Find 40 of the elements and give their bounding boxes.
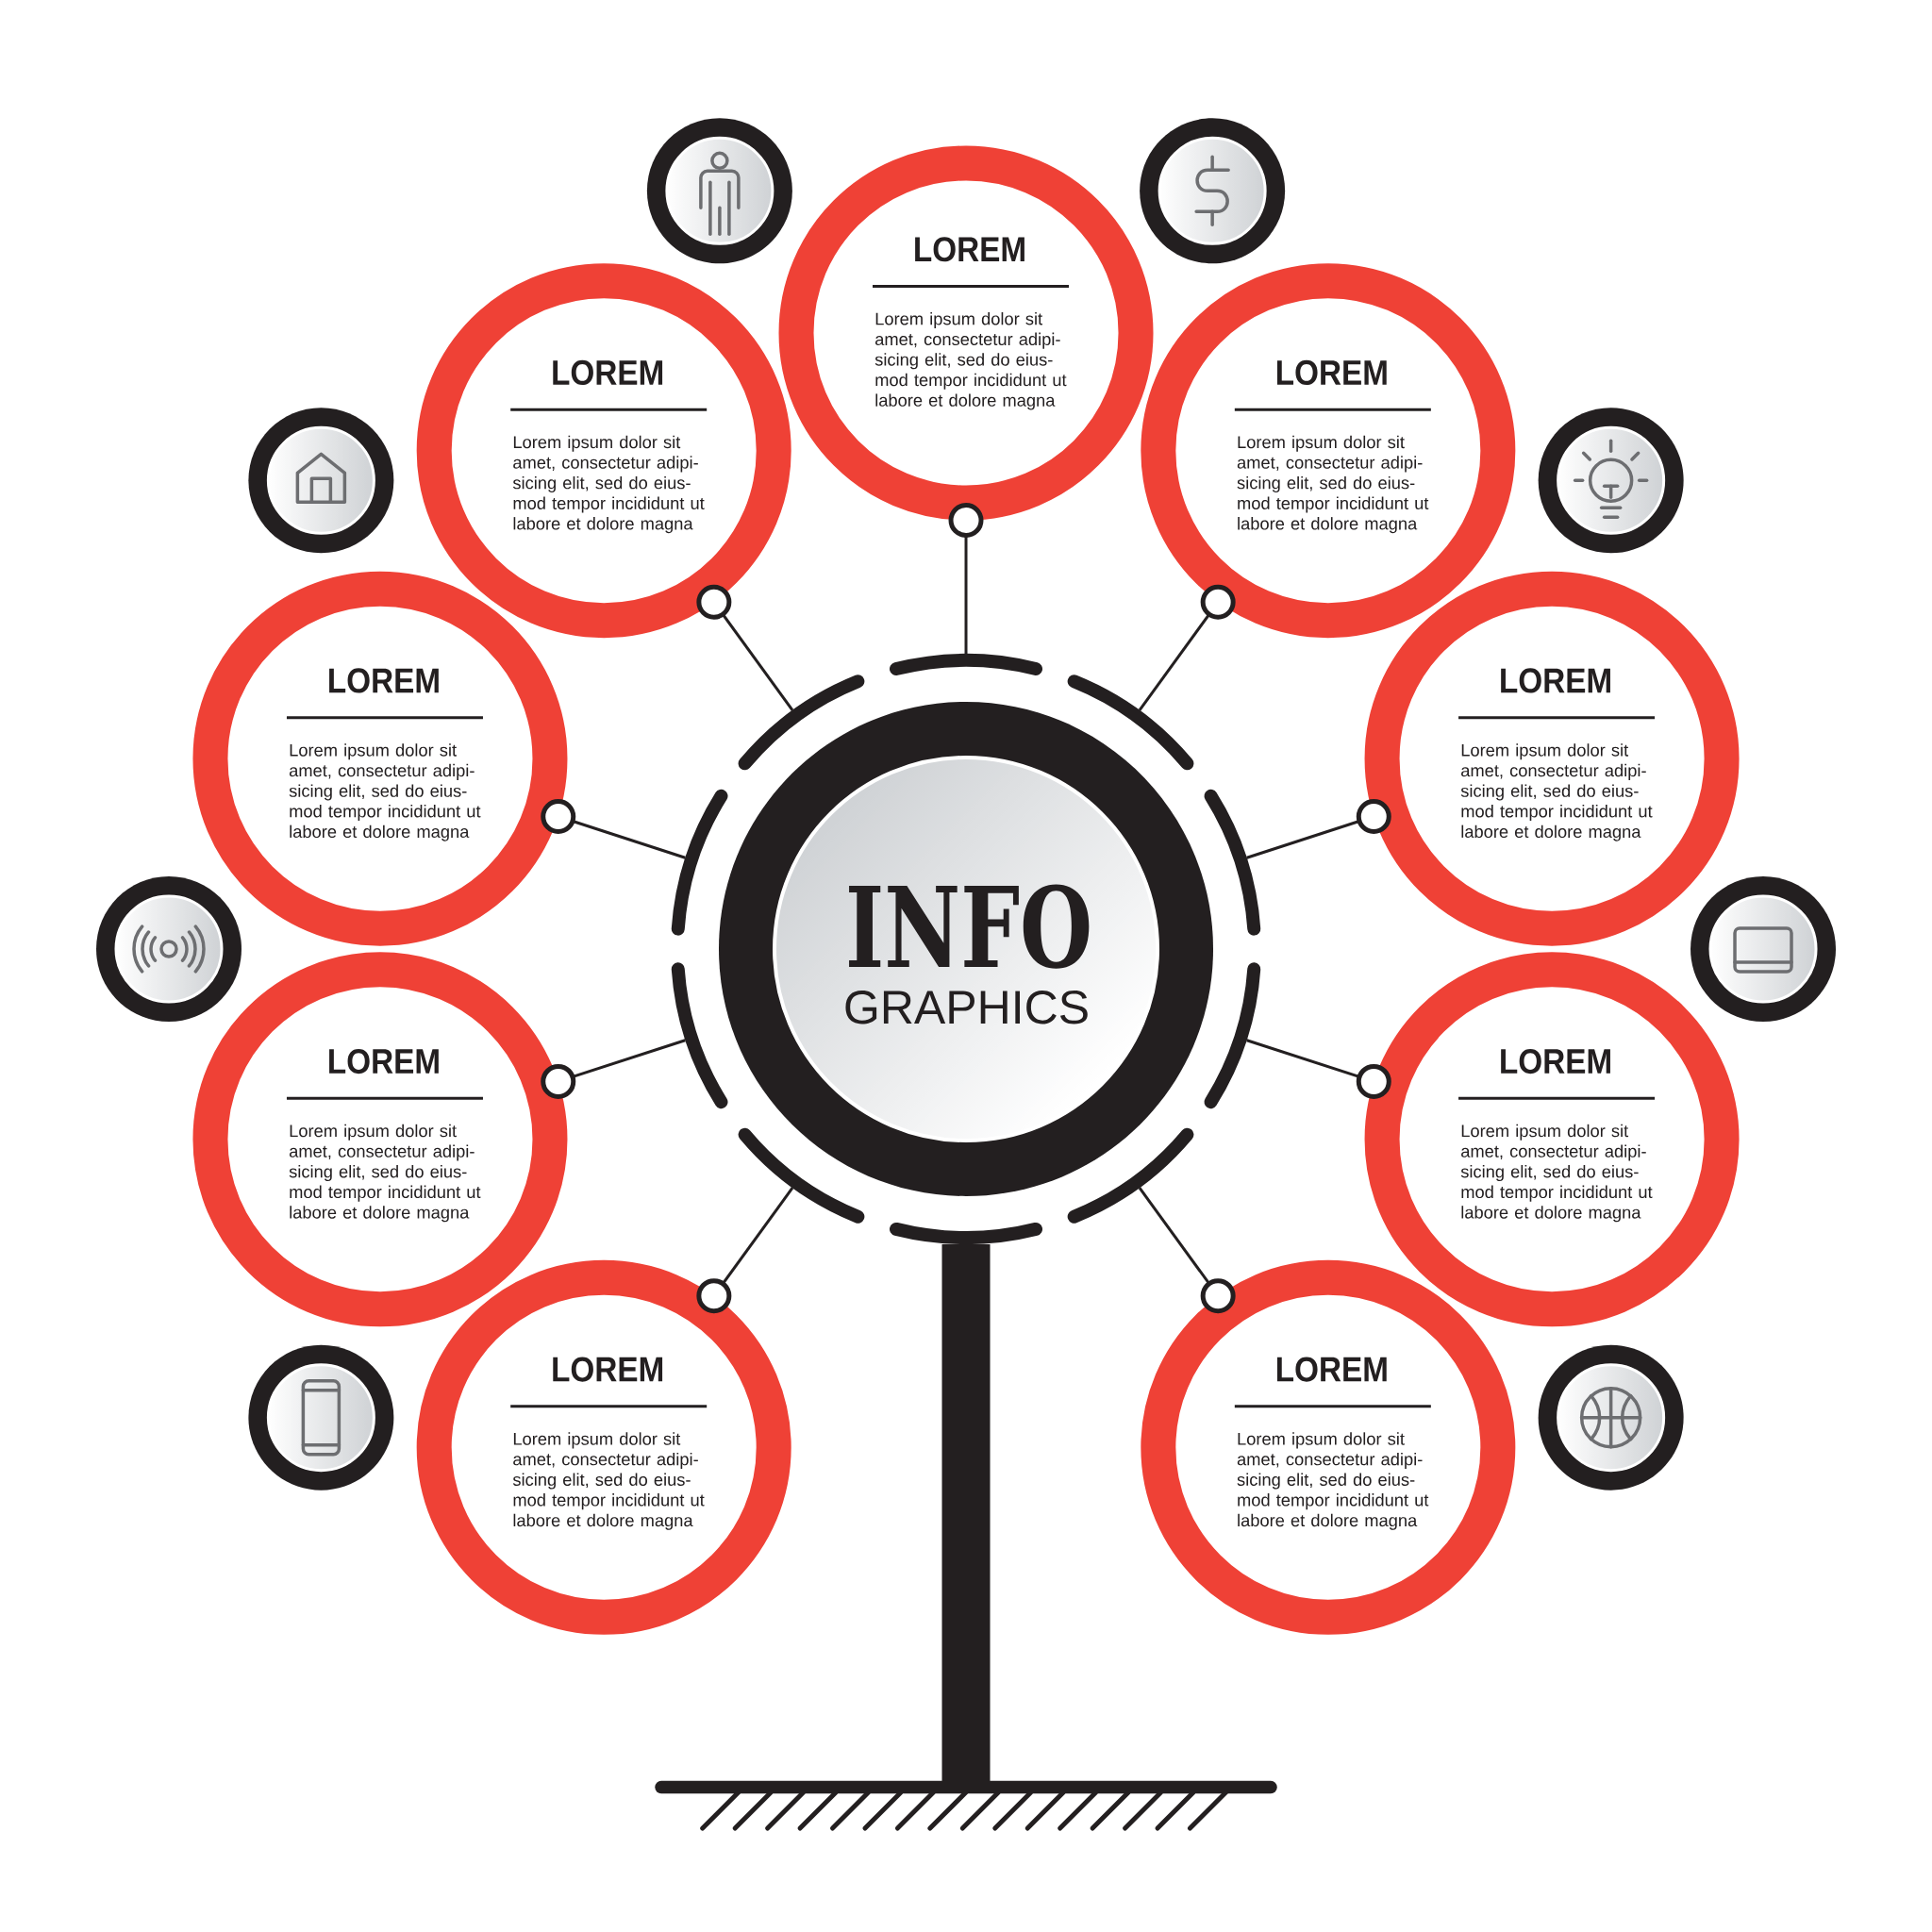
heading: LOREM bbox=[1501, 1048, 1610, 1074]
heading: LOREM bbox=[553, 359, 663, 386]
connector-line bbox=[1246, 1039, 1391, 1099]
info-circle bbox=[416, 1259, 791, 1635]
connector-line bbox=[948, 503, 984, 654]
body-text: Lorem ipsum dolor sit amet, consectetur adipi- sicing elit, sed do eius- mod tempor incididunt ut labore et dolore magna bbox=[512, 435, 705, 534]
heading: LOREM bbox=[329, 1048, 439, 1074]
heading: LOREM bbox=[1276, 359, 1387, 386]
body-text: Lorem ipsum dolor sit amet, consectetur adipi- sicing elit, sed do eius- mod tempor incididunt ut labore et dolore magna bbox=[289, 1124, 481, 1223]
info-circle bbox=[192, 571, 568, 946]
heading: LOREM bbox=[553, 1357, 663, 1382]
body-text: Lorem ipsum dolor sit amet, consectetur adipi- sicing elit, sed do eius- mod tempor incididunt ut labore et dolore magna bbox=[289, 743, 481, 841]
heading: LOREM bbox=[915, 237, 1024, 262]
connector-line bbox=[696, 1187, 794, 1314]
info-circle bbox=[192, 952, 568, 1327]
body-text: Lorem ipsum dolor sit amet, consectetur adipi- sicing elit, sed do eius- mod tempor incididunt ut labore et dolore magna bbox=[1460, 1124, 1653, 1223]
pole bbox=[941, 1244, 991, 1781]
connector-line bbox=[1138, 584, 1236, 711]
title-text: INFO bbox=[849, 884, 1090, 969]
body-text: Lorem ipsum dolor sit amet, consectetur adipi- sicing elit, sed do eius- mod tempor incididunt ut labore et dolore magna bbox=[874, 312, 1067, 410]
connector-line bbox=[696, 584, 794, 711]
info-circle bbox=[1364, 952, 1740, 1327]
subtitle-text: GRAPHICS bbox=[845, 991, 1088, 1024]
body-text: Lorem ipsum dolor sit amet, consectetur adipi- sicing elit, sed do eius- mod tempor incididunt ut labore et dolore magna bbox=[512, 1432, 705, 1530]
info-circle bbox=[416, 263, 791, 639]
connector-line bbox=[1246, 799, 1391, 859]
body-text: Lorem ipsum dolor sit amet, consectetur adipi- sicing elit, sed do eius- mod tempor incididunt ut labore et dolore magna bbox=[1237, 1432, 1429, 1530]
info-circle bbox=[1141, 263, 1516, 639]
hub-circle bbox=[671, 654, 1261, 1244]
heading: LOREM bbox=[1276, 1357, 1387, 1382]
connector-line bbox=[541, 1039, 686, 1099]
heading: LOREM bbox=[329, 668, 439, 693]
connector-line bbox=[1138, 1187, 1236, 1314]
connector-line bbox=[541, 799, 686, 859]
info-circle bbox=[1364, 571, 1740, 946]
body-text: Lorem ipsum dolor sit amet, consectetur adipi- sicing elit, sed do eius- mod tempor incididunt ut labore et dolore magna bbox=[1237, 435, 1429, 534]
info-circle bbox=[778, 145, 1154, 521]
heading: LOREM bbox=[1501, 668, 1610, 693]
body-text: Lorem ipsum dolor sit amet, consectetur adipi- sicing elit, sed do eius- mod tempor incididunt ut labore et dolore magna bbox=[1460, 743, 1653, 841]
info-circle bbox=[1141, 1259, 1516, 1635]
